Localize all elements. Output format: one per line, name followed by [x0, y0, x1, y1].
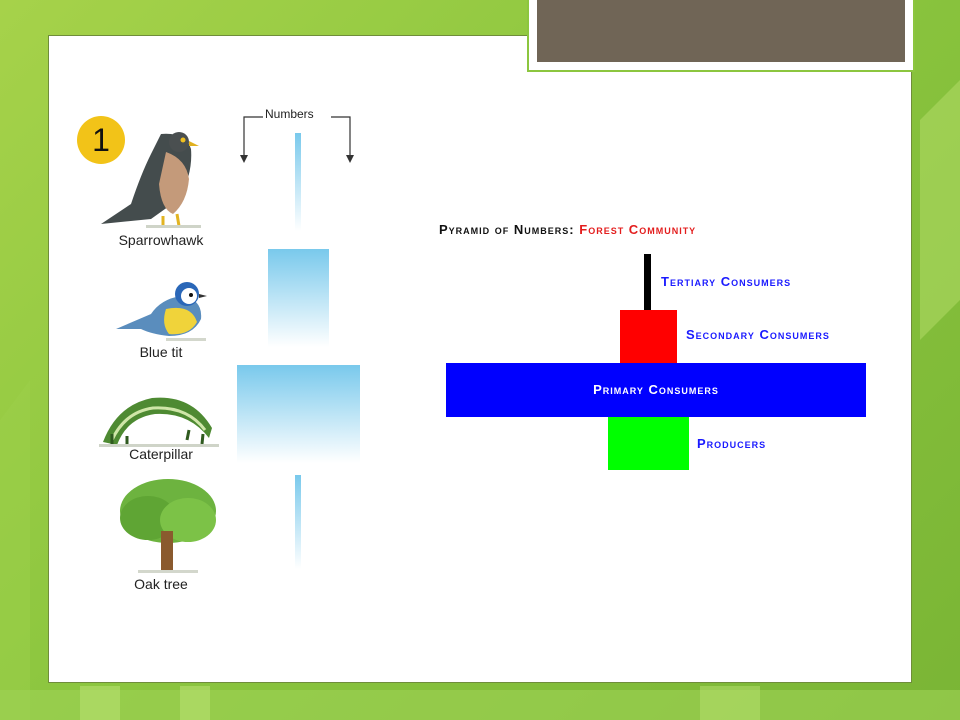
numbers-bar-sparrowhawk [295, 133, 301, 231]
pyramid-title: Pyramid of Numbers: Forest Community [439, 222, 696, 237]
caterpillar-icon [99, 397, 219, 447]
pyramid-title-prefix: Pyramid of Numbers: [439, 222, 575, 237]
numbers-bar-blue-tit [268, 249, 329, 347]
level-label-secondary: Secondary Consumers [686, 327, 830, 342]
title-bar [537, 0, 905, 62]
level-bar-producers [608, 417, 689, 470]
numbers-bar-caterpillar [237, 365, 360, 463]
numbers-pyramid-illustration: 1 Numbers Sparrowhawk [49, 36, 429, 684]
organism-label-oak-tree: Oak tree [134, 576, 188, 592]
oak-tree-icon [120, 479, 216, 573]
step-badge: 1 [77, 116, 125, 164]
title-placeholder [527, 0, 915, 72]
numbers-label: Numbers [265, 107, 314, 121]
sparrowhawk-icon [101, 132, 201, 228]
numbers-bars [237, 133, 360, 569]
pyramid-of-numbers: Pyramid of Numbers: Forest Community Ter… [49, 36, 913, 684]
organism-label-sparrowhawk: Sparrowhawk [118, 232, 204, 248]
level-bar-tertiary [644, 254, 651, 310]
level-label-tertiary: Tertiary Consumers [661, 274, 792, 289]
level-bar-primary: Primary Consumers [446, 363, 866, 417]
numbers-bracket-icon [240, 116, 354, 163]
organism-label-blue-tit: Blue tit [139, 344, 183, 360]
slide-content: 1 Numbers Sparrowhawk [48, 0, 915, 684]
level-bar-secondary [620, 310, 677, 364]
level-label-primary: Primary Consumers [593, 382, 719, 397]
level-label-producers: Producers [697, 436, 767, 451]
numbers-bar-oak-tree [295, 475, 301, 569]
blue-tit-icon [116, 282, 207, 341]
pyramid-title-accent: Forest Community [579, 222, 697, 237]
organism-label-caterpillar: Caterpillar [129, 446, 193, 462]
